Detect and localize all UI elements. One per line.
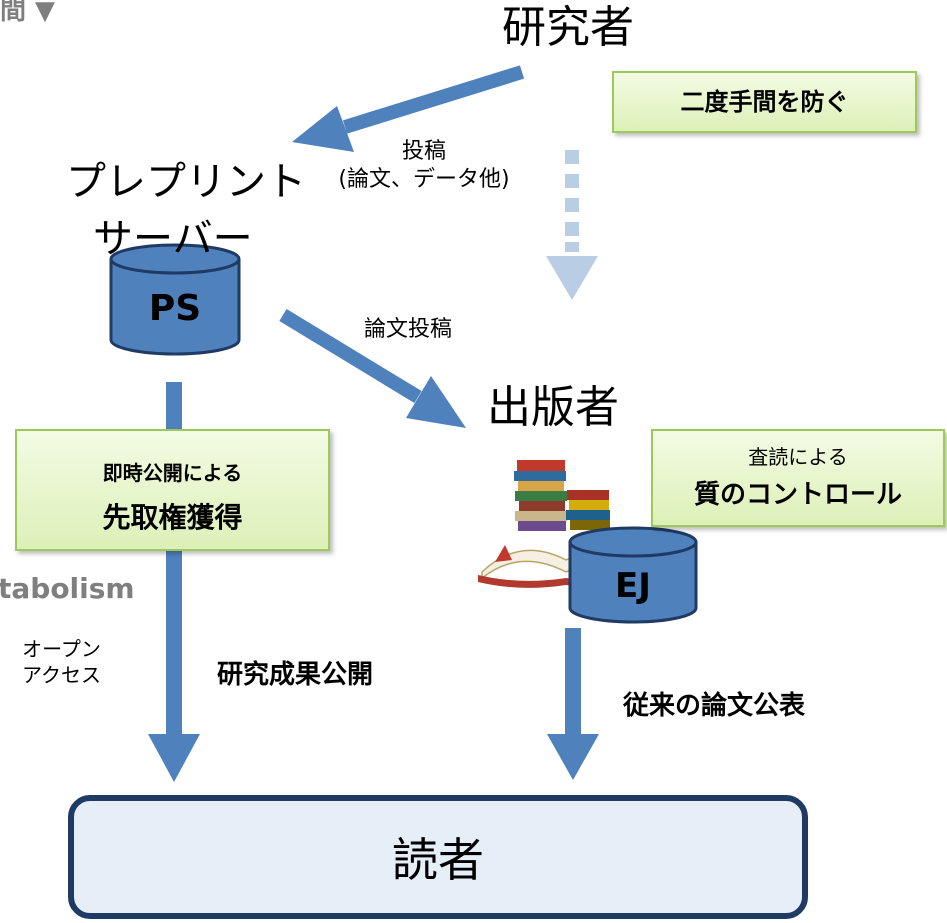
submission-label: 投稿 (論文、データ他): [304, 138, 544, 193]
reader-label: 読者: [392, 833, 484, 887]
open-access-line2: アクセス: [22, 663, 101, 687]
conventional-publication-label: 従来の論文公表: [623, 691, 806, 721]
publisher-label: 出版者: [487, 382, 619, 433]
arrow-dashed-direct-submission: [546, 150, 598, 300]
ej-database-icon: [568, 526, 698, 624]
ps-database-label: PS: [148, 288, 202, 329]
prevent-duplication-text: 二度手間を防ぐ: [680, 88, 849, 116]
paper-submission-label: 論文投稿: [364, 317, 453, 342]
priority-line1: 即時公開による: [102, 461, 243, 485]
open-access-label: オープン アクセス: [22, 636, 101, 688]
peer-review-line2: 質のコントロール: [693, 480, 902, 510]
researcher-label: 研究者: [502, 2, 634, 53]
arrow-conventional-publication: [547, 628, 599, 780]
open-access-line1: オープン: [22, 637, 101, 661]
prevent-duplication-box: 二度手間を防ぐ: [612, 71, 917, 133]
arrow-preprint-to-publisher: [279, 309, 466, 428]
preprint-server-line1: プレプリント: [66, 159, 306, 205]
ej-database-label: EJ: [615, 566, 651, 606]
research-publication-label: 研究成果公開: [217, 660, 374, 690]
preprint-server-line2: サーバー: [93, 216, 253, 262]
ps-database-icon: [109, 243, 241, 356]
submission-label-line1: 投稿: [401, 139, 446, 164]
arrow-researcher-to-preprint: [292, 65, 525, 152]
peer-review-box: 査読による 質のコントロール: [651, 429, 945, 527]
metabolism-fragment: tabolism: [0, 572, 135, 605]
reader-box: 読者: [68, 795, 808, 919]
cropped-header-fragment: 間 ▼: [0, 0, 56, 26]
priority-line2: 先取権獲得: [102, 501, 243, 534]
books-icon: [478, 460, 654, 588]
priority-box: 即時公開による 先取権獲得: [15, 429, 330, 551]
peer-review-line1: 査読による: [748, 445, 848, 469]
submission-label-line2: (論文、データ他): [338, 166, 510, 192]
